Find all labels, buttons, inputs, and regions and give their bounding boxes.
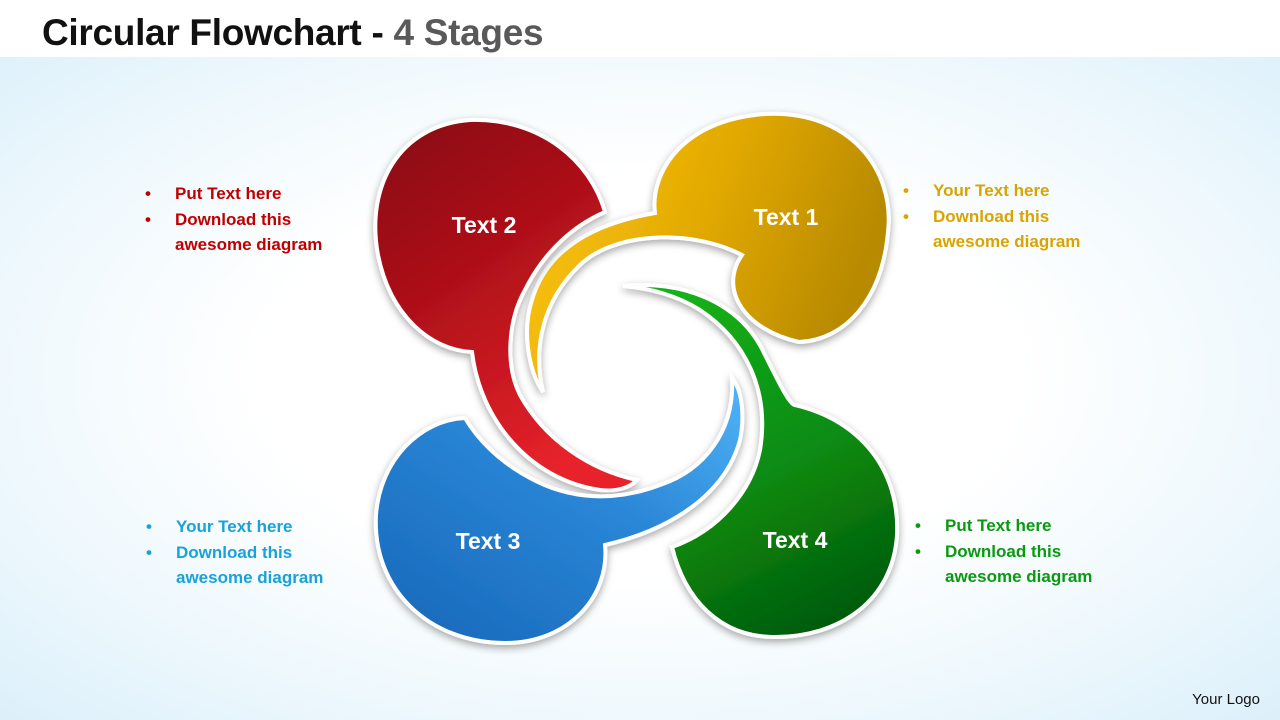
title-main: Circular Flowchart [42,12,362,53]
stage-4-label: Text 4 [763,527,828,553]
page-title: Circular Flowchart - 4 Stages [42,12,544,54]
note-line: Your Text here [146,514,366,540]
title-bar: Circular Flowchart - 4 Stages [0,0,1280,57]
stage-1-notes: Your Text here Download this awesome dia… [903,178,1123,255]
stage-3-label: Text 3 [456,528,521,554]
stage-2-label: Text 2 [452,212,517,238]
stage-2-notes: Put Text here Download this awesome diag… [145,181,365,258]
note-line: Download this awesome diagram [145,207,365,258]
title-dash: - [371,12,384,53]
note-line: Put Text here [915,513,1135,539]
note-line: Download this awesome diagram [146,540,366,591]
stage-4-notes: Put Text here Download this awesome diag… [915,513,1135,590]
stage-1-label: Text 1 [754,204,819,230]
note-line: Your Text here [903,178,1123,204]
stage-1-shape [525,111,891,394]
note-line: Download this awesome diagram [903,204,1123,255]
stage-2-shape [373,117,641,493]
stage-3-notes: Your Text here Download this awesome dia… [146,514,366,591]
slide-background [0,57,1280,720]
logo-placeholder: Your Logo [1192,691,1260,708]
stage-3-shape [373,372,745,646]
note-line: Put Text here [145,181,365,207]
note-line: Download this awesome diagram [915,539,1135,590]
title-subtitle: 4 Stages [393,12,544,53]
stage-4-shape [622,283,900,640]
